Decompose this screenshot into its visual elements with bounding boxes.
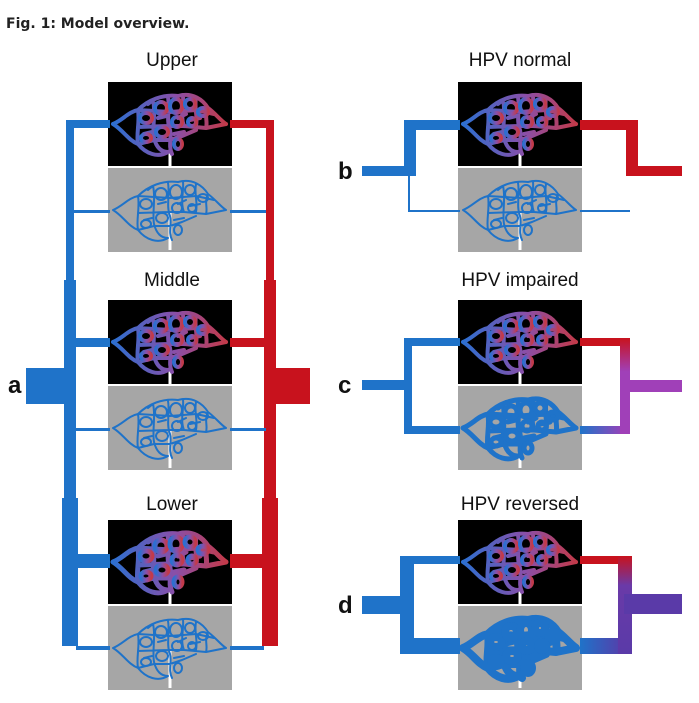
panel-d: [362, 520, 682, 690]
figure-title: Fig. 1: Model overview.: [6, 16, 190, 32]
label-hpv-reversed: HPV reversed: [460, 494, 580, 515]
arterial-tree: [26, 120, 110, 650]
panel-b: [362, 82, 682, 252]
label-hpv-normal: HPV normal: [468, 50, 572, 71]
label-middle: Middle: [144, 270, 200, 291]
panel-letter-d: d: [338, 592, 353, 619]
label-lower: Lower: [146, 494, 198, 515]
panel-letter-a: a: [8, 372, 22, 399]
panel-letter-b: b: [338, 158, 353, 185]
label-upper: Upper: [146, 50, 198, 71]
label-hpv-impaired: HPV impaired: [461, 270, 579, 291]
panel-c: [362, 300, 682, 470]
venous-tree: [230, 120, 310, 646]
panel-letter-c: c: [338, 372, 352, 399]
panel-a: [26, 82, 310, 690]
